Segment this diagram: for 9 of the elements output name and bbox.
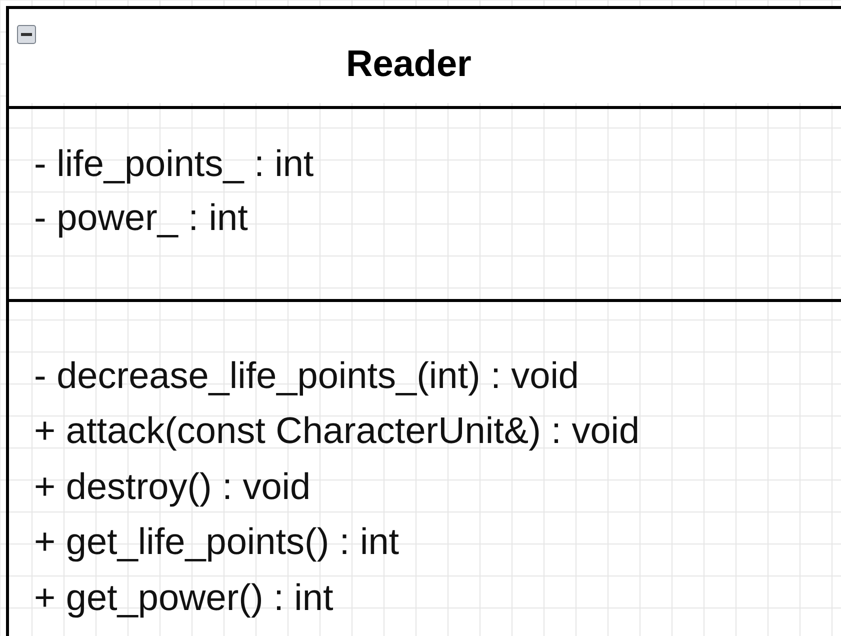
attribute-text: - life_points_ : int — [34, 142, 314, 186]
method-text: + attack(const CharacterUnit&) : void — [34, 409, 640, 453]
method-text: + get_power() : int — [34, 576, 334, 620]
class-box — [6, 6, 841, 636]
attribute-text: - power_ : int — [34, 196, 248, 240]
class-name: Reader — [346, 42, 472, 86]
method-text: + destroy() : void — [34, 465, 311, 509]
method-text: - decrease_life_points_(int) : void — [34, 354, 580, 398]
method-text: + get_life_points() : int — [34, 520, 400, 564]
